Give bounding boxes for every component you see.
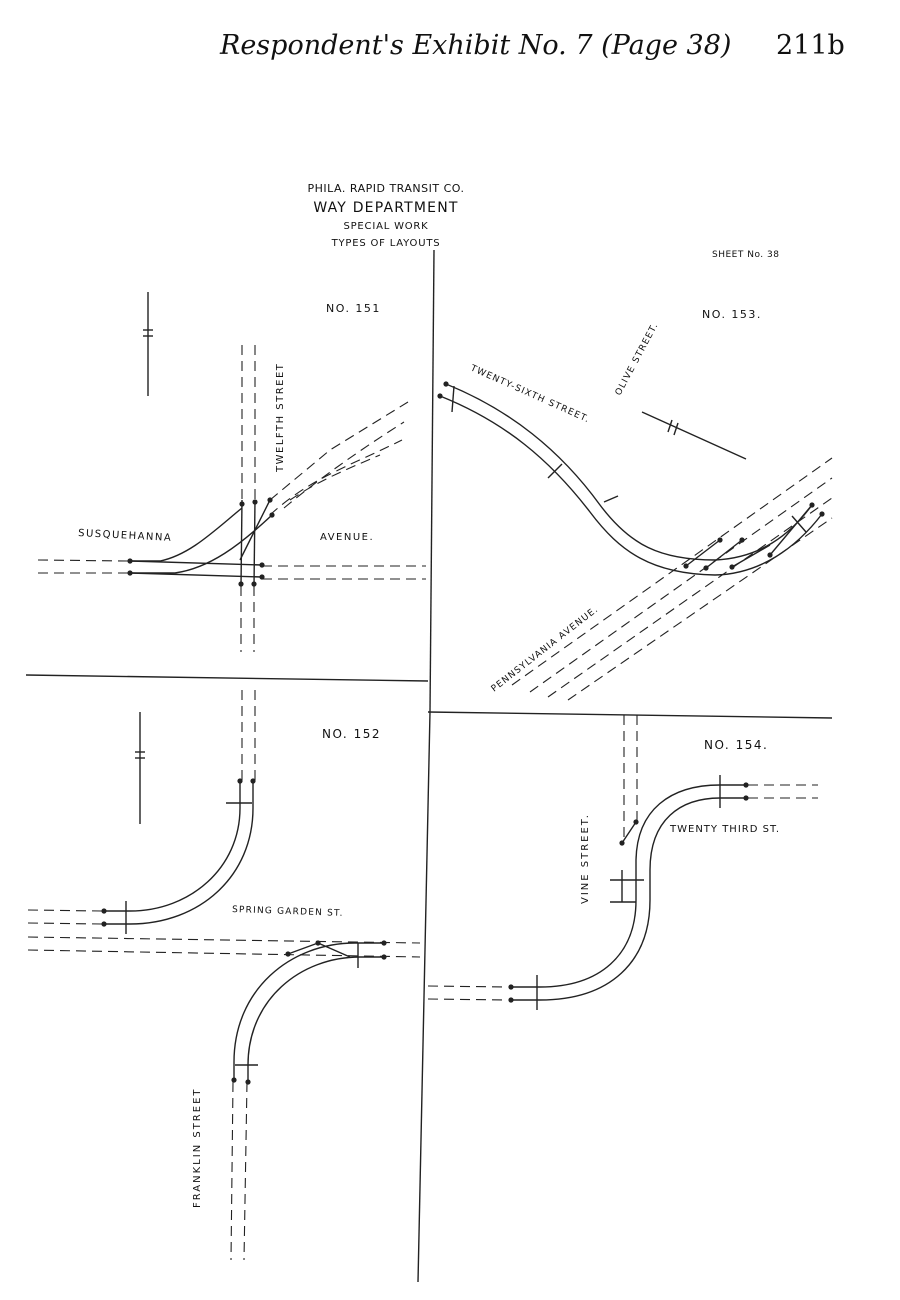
layout-152-number: NO. 152 bbox=[322, 727, 381, 741]
layout-153-number: NO. 153. bbox=[702, 308, 762, 321]
panel-dividers bbox=[25, 249, 833, 1283]
layout-152 bbox=[27, 690, 421, 1261]
title-company: PHILA. RAPID TRANSIT CO. bbox=[307, 182, 465, 195]
exhibit-title: Respondent's Exhibit No. 7 (Page 38) bbox=[220, 30, 732, 61]
north-arrow-153 bbox=[641, 411, 747, 460]
title-department: WAY DEPARTMENT bbox=[313, 200, 459, 216]
layout-151-number: NO. 151 bbox=[326, 302, 381, 315]
street-label-olive: OLIVE STREET. bbox=[614, 321, 661, 397]
title-work: SPECIAL WORK bbox=[343, 221, 429, 232]
page-number: 211b bbox=[776, 30, 845, 61]
north-arrow-152 bbox=[135, 712, 145, 824]
street-label-spring-garden: SPRING GARDEN ST. bbox=[232, 905, 344, 919]
layout-153 bbox=[439, 383, 833, 701]
street-label-avenue: AVENUE. bbox=[320, 532, 374, 543]
layout-154 bbox=[427, 715, 818, 1010]
title-subject: TYPES OF LAYOUTS bbox=[331, 238, 441, 249]
north-arrow-151 bbox=[143, 292, 153, 396]
track-endpoints bbox=[101, 381, 825, 1085]
street-label-twelfth: TWELFTH STREET bbox=[275, 363, 286, 473]
street-label-vine: VINE STREET. bbox=[580, 813, 591, 904]
street-label-twenty-third: TWENTY THIRD ST. bbox=[669, 824, 780, 835]
street-label-susquehanna: SUSQUEHANNA bbox=[78, 528, 173, 544]
sheet-number: SHEET No. 38 bbox=[712, 250, 779, 260]
layout-151 bbox=[37, 292, 426, 652]
street-label-twenty-sixth: TWENTY-SIXTH STREET. bbox=[468, 363, 591, 425]
street-label-franklin: FRANKLIN STREET bbox=[192, 1087, 203, 1208]
layout-154-number: NO. 154. bbox=[704, 738, 768, 752]
